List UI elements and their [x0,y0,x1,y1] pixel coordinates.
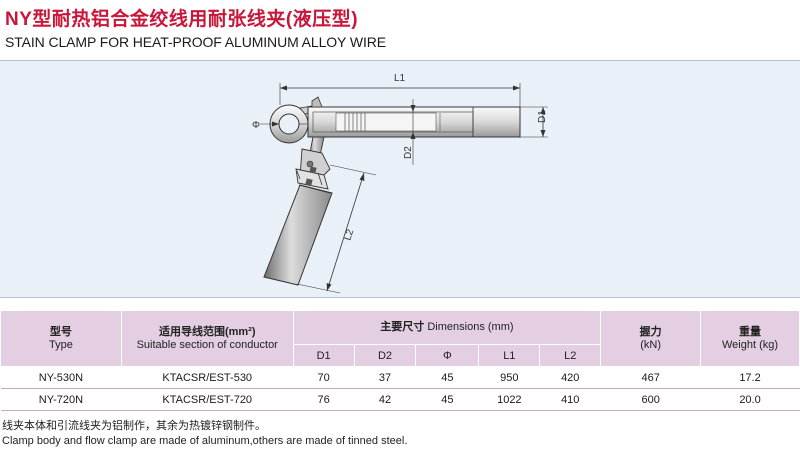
table-row: NY-530N KTACSR/EST-530 70 37 45 950 420 … [0,366,800,389]
label-l2: L2 [342,228,356,242]
dimension-d2 [410,99,416,165]
clamp-drawing: L1 Φ [252,73,548,294]
col-l2: L2 [539,344,602,367]
col-phi: Φ [415,344,480,367]
clamp-diagram: L1 Φ [0,60,800,298]
page-title-en: STAIN CLAMP FOR HEAT-PROOF ALUMINUM ALLO… [5,34,386,50]
dimension-l1 [279,83,521,107]
col-weight: 重量 Weight (kg) [700,310,800,367]
flow-clamp [263,136,333,286]
clamp-tube [307,96,521,138]
label-l1: L1 [394,73,406,84]
table-row: NY-720N KTACSR/EST-720 76 42 45 1022 410… [0,388,800,411]
page-title-cn: NY型耐热铝合金绞线用耐张线夹(液压型) [5,9,359,30]
dimension-d1 [520,106,548,138]
col-l1: L1 [478,344,541,367]
col-section: 适用导线范围(mm²) Suitable section of conducto… [120,310,294,367]
label-d2: D2 [403,146,414,159]
col-d2: D2 [353,344,417,367]
label-d1: D1 [537,110,548,123]
spec-table: 型号 Type 适用导线范围(mm²) Suitable section of … [0,310,800,411]
material-note-cn: 线夹本体和引流线夹为铝制作，其余为热镀锌钢制件。 [2,420,266,432]
dimension-l2 [296,164,377,294]
material-note-en: Clamp body and flow clamp are made of al… [2,435,408,447]
col-dimensions: 主要尺寸 Dimensions (mm) [292,310,602,345]
col-d1: D1 [292,344,355,367]
col-type: 型号 Type [0,310,122,367]
label-phi: Φ [252,120,260,131]
col-force: 握力 (kN) [600,310,702,367]
